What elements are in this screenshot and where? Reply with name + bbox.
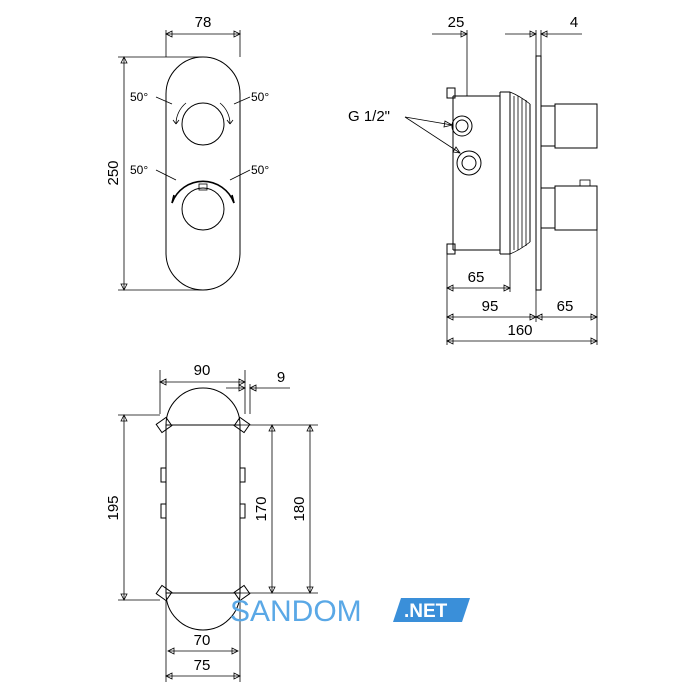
side-depth-label-160: 160 <box>507 322 532 339</box>
wall-plate <box>535 55 542 291</box>
box-height-label-180: 180 <box>291 496 308 521</box>
box-view: 90 9 195 170 180 70 75 <box>105 362 318 682</box>
watermark: SANDOM .NET <box>230 595 470 628</box>
box-width-label-90: 90 <box>194 362 211 379</box>
side-depth-label-65b: 65 <box>557 298 574 315</box>
box-gap-label-9: 9 <box>277 369 285 386</box>
angle-label-bottom-left: 50° <box>130 163 148 177</box>
lower-handle <box>554 185 598 231</box>
upper-knob <box>181 102 225 146</box>
box-outline <box>165 387 241 631</box>
box-inner-height-label-170: 170 <box>253 496 270 521</box>
watermark-badge <box>393 598 470 622</box>
watermark-suffix: .NET <box>404 601 448 622</box>
cover-plate-outline <box>165 56 241 291</box>
front-width-label: 78 <box>195 14 212 31</box>
thread-label: G 1/2" <box>348 108 390 125</box>
side-depth-label-95: 95 <box>482 298 499 315</box>
upper-handle <box>554 103 598 149</box>
watermark-brand: SANDOM <box>230 595 362 628</box>
front-view: 50° 50° 50° 50° 78 250 <box>105 14 269 291</box>
angle-label-top-left: 50° <box>130 90 148 104</box>
box-bottom-label-75: 75 <box>194 657 211 674</box>
side-view: G 1/2" 25 4 65 95 65 160 <box>348 14 598 345</box>
lower-knob <box>181 187 225 231</box>
box-height-label-195: 195 <box>105 495 122 520</box>
side-top-label-4: 4 <box>570 14 578 31</box>
angle-label-top-right: 50° <box>251 90 269 104</box>
lower-inlet <box>456 150 482 176</box>
upper-inlet <box>451 115 473 137</box>
side-top-label-25: 25 <box>448 14 465 31</box>
front-height-label: 250 <box>105 160 122 185</box>
side-depth-label-65a: 65 <box>468 269 485 286</box>
box-bottom-label-70: 70 <box>194 632 211 649</box>
angle-label-bottom-right: 50° <box>251 163 269 177</box>
